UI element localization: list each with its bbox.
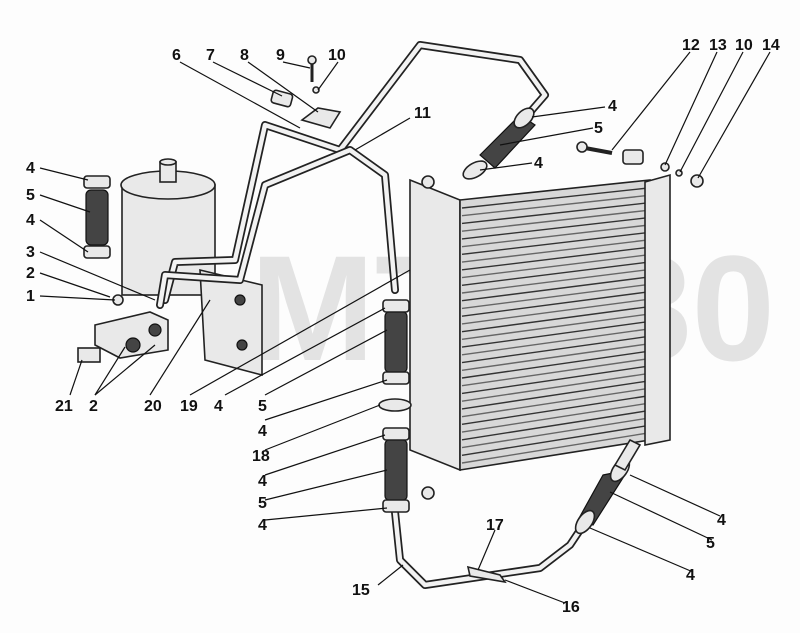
radiator-fin	[461, 202, 649, 225]
label-18: 18	[252, 448, 270, 465]
label-17: 17	[486, 517, 504, 534]
radiator-fin	[461, 387, 649, 418]
radiator-fin	[461, 217, 649, 240]
label-4-right-2: 4	[686, 567, 695, 584]
radiator-fin	[461, 402, 649, 433]
label-8: 8	[240, 47, 249, 64]
radiator-fin	[461, 328, 649, 356]
label-1: 1	[26, 288, 35, 305]
label-11: 11	[414, 105, 431, 122]
radiator-fin	[461, 343, 649, 371]
radiator-fin	[461, 320, 649, 348]
clamp-parts-top	[270, 55, 342, 129]
radiator-fin	[461, 365, 649, 395]
label-5-left: 5	[26, 187, 35, 204]
radiator-fin	[461, 194, 649, 217]
radiator-fin	[461, 224, 649, 248]
label-5-top-right: 5	[594, 120, 603, 137]
radiator-fin	[461, 306, 649, 333]
label-4-top-right-2: 4	[534, 155, 543, 172]
label-9: 9	[276, 47, 285, 64]
label-12: 12	[682, 37, 700, 54]
flange-18	[378, 398, 412, 412]
label-2-left: 2	[26, 265, 35, 282]
label-7: 7	[206, 47, 215, 64]
radiator-fin	[461, 417, 649, 449]
label-5-mid-2: 5	[258, 495, 267, 512]
radiator-fin	[461, 283, 649, 310]
label-10-top: 10	[328, 47, 346, 64]
label-4-top-right-1: 4	[608, 98, 617, 115]
label-4-left-1: 4	[26, 160, 35, 177]
label-16: 16	[562, 599, 580, 616]
label-4-mid-1: 4	[214, 398, 223, 415]
label-4-mid-3: 4	[258, 473, 267, 490]
bracket-17	[466, 565, 507, 584]
radiator-fin	[461, 358, 649, 387]
pipe-20	[156, 146, 399, 309]
label-4-left-2: 4	[26, 212, 35, 229]
label-14: 14	[762, 37, 780, 54]
label-4-right-1: 4	[717, 512, 726, 529]
radiator-fin	[461, 209, 649, 232]
radiator-fin	[461, 313, 649, 341]
middle-hose-lower	[382, 427, 410, 513]
label-4-mid-4: 4	[258, 517, 267, 534]
radiator-fin	[461, 246, 649, 271]
label-4-mid-2: 4	[258, 423, 267, 440]
label-6: 6	[172, 47, 181, 64]
radiator-fin	[461, 372, 649, 402]
radiator-fin	[461, 291, 649, 317]
label-2-bottom: 2	[89, 398, 98, 415]
radiator-fin	[461, 239, 649, 263]
radiator-fin	[461, 231, 649, 256]
radiator-fin	[461, 380, 649, 410]
radiator-fin	[461, 395, 649, 426]
radiator-core	[461, 187, 649, 464]
middle-hose-upper	[382, 299, 410, 385]
label-5-right: 5	[706, 535, 715, 552]
radiator-lower-hose	[574, 438, 642, 535]
radiator-fin	[461, 298, 649, 325]
radiator-fin	[461, 335, 649, 364]
radiator-fin	[461, 254, 649, 279]
radiator-fin	[461, 410, 649, 441]
radiator-fin	[461, 276, 649, 302]
radiator-fin	[461, 424, 649, 456]
label-13: 13	[709, 37, 727, 54]
label-10-right: 10	[735, 37, 753, 54]
radiator	[409, 173, 671, 500]
radiator-fin	[461, 268, 649, 294]
part-labels: 6 7 8 9 10 11 12 13 10 14 4 5 4 4 5 4 3 …	[26, 37, 780, 616]
label-3: 3	[26, 244, 35, 261]
leader-lines	[39, 51, 771, 604]
label-5-mid-1: 5	[258, 398, 267, 415]
label-15: 15	[352, 582, 370, 599]
radiator-fin	[461, 187, 649, 209]
radiator-fin	[461, 261, 649, 286]
radiator-fin	[461, 350, 649, 379]
radiator-fin	[461, 432, 649, 464]
radiator-upper-hose	[462, 107, 536, 180]
tank-hose	[83, 175, 111, 259]
label-19: 19	[180, 398, 198, 415]
expansion-tank	[120, 158, 216, 296]
label-21: 21	[55, 398, 73, 415]
mounting-hardware	[576, 141, 704, 188]
label-20: 20	[144, 398, 162, 415]
valve-block	[77, 294, 169, 363]
